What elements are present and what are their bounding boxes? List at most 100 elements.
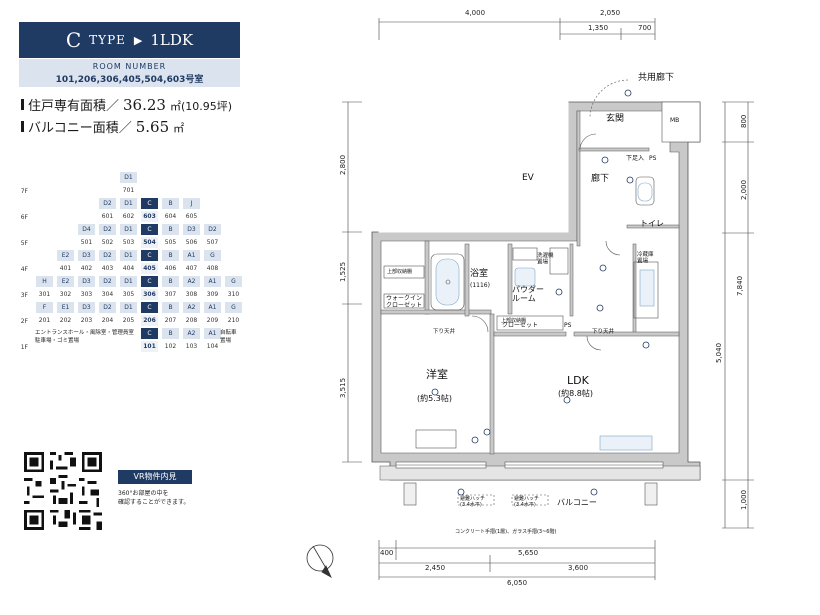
- floor-number-cell: 503: [119, 236, 138, 249]
- washer-label: 洗濯機置場: [537, 251, 554, 265]
- ps-label: PS: [649, 155, 657, 162]
- dimension-lines: [342, 18, 754, 580]
- floor-type-cell: D1: [119, 275, 138, 288]
- floor-number-cell: 310: [224, 288, 243, 301]
- upper-storage-1: 上部収納棚: [387, 268, 412, 275]
- fixtures: [383, 79, 659, 451]
- floor-type-cell: B: [161, 301, 180, 314]
- qr-code-icon[interactable]: [21, 449, 105, 533]
- floor-type-cell: H: [35, 275, 54, 288]
- floor-type-cell: B: [161, 249, 180, 262]
- floor-type-cell: D1: [119, 249, 138, 262]
- floor-type-cell: D1: [119, 301, 138, 314]
- floor-type-cell: D3: [77, 249, 96, 262]
- dim-bottom-2: 5,650: [518, 549, 538, 557]
- floor-label: 3F: [20, 292, 28, 299]
- floor-type-cell: D2: [98, 197, 117, 210]
- floor-type-cell: J: [182, 197, 201, 210]
- floor-type-cell: C: [140, 197, 159, 210]
- floor-type-cell: D2: [98, 301, 117, 314]
- floor-number-cell: 101: [140, 340, 159, 353]
- dim-top-1: 4,000: [465, 9, 485, 17]
- floor-type-cell: D3: [77, 301, 96, 314]
- floor-type-cell: C: [140, 223, 159, 236]
- floor-number-cell: 204: [98, 314, 117, 327]
- hatch-label-2: 避難ハッチ(3.4水平): [514, 495, 539, 508]
- floor-number-cell: 602: [119, 210, 138, 223]
- kyoyo-roka-label: 共用廊下: [638, 71, 674, 83]
- room-number-values: 101,206,306,405,504,603号室: [55, 75, 204, 85]
- ev-label: EV: [522, 173, 535, 183]
- floor-type-cell: F: [35, 301, 54, 314]
- floor-type-cell: E2: [56, 275, 75, 288]
- dim-left-1: 2,800: [339, 155, 347, 175]
- roka-label: 廊下: [591, 172, 609, 184]
- floor-label: 4F: [20, 266, 28, 273]
- balcony-area-unit: ㎡: [173, 122, 185, 135]
- balcony-area-value: 5.65: [135, 118, 170, 136]
- arrow-icon: ▶: [133, 33, 143, 47]
- balcony-area-label: バルコニー面積／: [28, 121, 132, 136]
- dim-right-5: 1,000: [740, 490, 748, 510]
- yoshitsu-label: 洋室: [426, 367, 448, 381]
- fridge-label: 冷蔵庫置場: [637, 250, 654, 264]
- floor-number-cell: 307: [161, 288, 180, 301]
- private-area-value: 36.23: [123, 96, 166, 114]
- compass-icon: [306, 544, 334, 578]
- plan-type: 1LDK: [150, 31, 194, 49]
- floor-number-cell: 701: [119, 184, 138, 197]
- floor-type-cell: B: [161, 223, 180, 236]
- floor-type-cell: D4: [77, 223, 96, 236]
- floor-number-cell: 308: [182, 288, 201, 301]
- electric-symbols: [431, 89, 650, 496]
- floor-number-cell: 210: [224, 314, 243, 327]
- bullet-bar: [21, 121, 24, 132]
- room-number-label: ROOM NUMBER: [92, 62, 167, 71]
- floor-number-cell: 203: [77, 314, 96, 327]
- floor-number-cell: 306: [140, 288, 159, 301]
- floor-type-cell: A2: [182, 275, 201, 288]
- floor-number-cell: 505: [161, 236, 180, 249]
- floor-type-cell: E2: [56, 249, 75, 262]
- closet-label: クローゼット: [502, 321, 538, 329]
- mb-label: MB: [670, 117, 679, 124]
- floor-number-cell: 603: [140, 210, 159, 223]
- vr-badge[interactable]: VR物件内見: [118, 470, 192, 484]
- floor-number-cell: 209: [203, 314, 222, 327]
- floor-number-cell: 303: [77, 288, 96, 301]
- walkin-label: ウォークインクローゼット: [386, 294, 422, 309]
- bullet-bar: [21, 99, 24, 110]
- private-area: 住戸専有面積／ 36.23 ㎡(10.95坪): [21, 95, 232, 114]
- floor-number-cell: 507: [203, 236, 222, 249]
- dim-right-4: 5,040: [715, 343, 723, 363]
- floor-type-cell: B: [161, 275, 180, 288]
- floor-type-cell: D1: [119, 197, 138, 210]
- genkan-label: 玄関: [606, 112, 624, 124]
- shitabako-label: 下足入: [626, 155, 644, 162]
- floor-label: 6F: [20, 214, 28, 221]
- yoshitsu-size: (約5.3帖): [417, 393, 452, 403]
- floor-type-cell: B: [161, 327, 180, 340]
- floor-number-cell: 405: [140, 262, 159, 275]
- floor-type-cell: D2: [98, 249, 117, 262]
- floor-type-cell: A1: [203, 301, 222, 314]
- floor-type-cell: D2: [98, 223, 117, 236]
- floor-type-cell: C: [140, 301, 159, 314]
- floor-type-cell: A1: [203, 327, 222, 340]
- dim-left-3: 3,515: [339, 378, 347, 398]
- floor-label: 5F: [20, 240, 28, 247]
- floor-type-cell: C: [140, 249, 159, 262]
- floor-type-cell: D3: [182, 223, 201, 236]
- private-area-label: 住戸専有面積／: [28, 99, 120, 114]
- dim-right-2: 2,000: [740, 180, 748, 200]
- dim-bottom-1: 400: [380, 549, 393, 557]
- ldk-label: LDK: [567, 374, 590, 387]
- floor-number-cell: 201: [35, 314, 54, 327]
- floor-number-cell: 504: [140, 236, 159, 249]
- balcony-area: バルコニー面積／ 5.65 ㎡: [21, 117, 184, 136]
- concrete-note: コンクリート手摺(1層)、ガラス手摺(3~6階): [455, 528, 556, 535]
- upper-storage-2: 上部収納棚: [501, 317, 526, 324]
- bicycle-note: 自転車 置場: [220, 330, 237, 344]
- floor-label: 7F: [20, 188, 28, 195]
- floor-number-cell: 404: [119, 262, 138, 275]
